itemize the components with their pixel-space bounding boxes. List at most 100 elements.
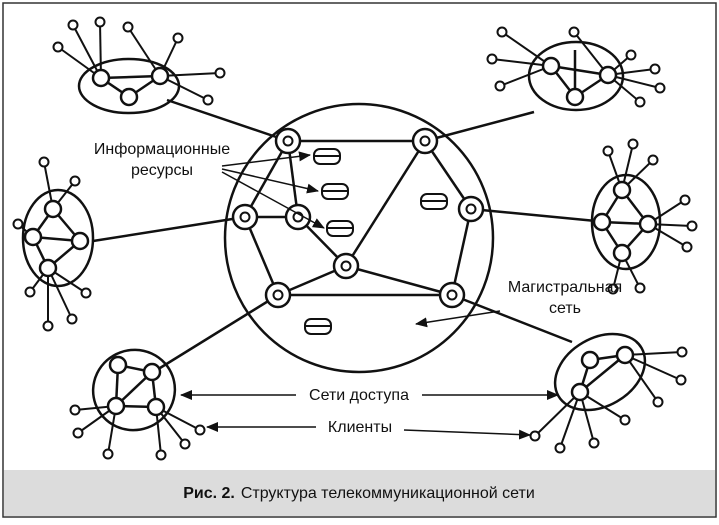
backbone-node [274,127,302,155]
client-node [102,448,114,460]
access-node [570,382,590,402]
database-icon [326,220,354,237]
client-node [676,346,688,358]
backbone-node [457,195,485,223]
database-icon [304,318,332,335]
client-node [619,414,631,426]
access-network-ellipse [21,188,95,288]
caption-band [4,470,715,516]
client-node [80,287,92,299]
label-clients: Клиенты [328,419,392,436]
access-network-top-right [486,26,666,112]
label-backbone-line1: Магистральная [508,279,622,296]
access-node [108,355,128,375]
client-node [634,282,646,294]
access-node [615,345,635,365]
backbone-node [411,127,439,155]
access-node [612,180,632,200]
client-node [602,145,614,157]
access-network-ellipse [553,332,647,412]
client-node [681,241,693,253]
database-icon [313,148,341,165]
client-node [654,82,666,94]
backbone-network-circle [223,102,495,374]
caption-text: Структура телекоммуникационной сети [241,485,535,502]
label-info-resources-line2: ресурсы [131,162,193,179]
figure-caption: Рис. 2. Структура телекоммуникационной се… [183,485,535,502]
client-node [42,320,54,332]
database-icon [321,183,349,200]
client-node [155,449,167,461]
client-node [94,16,106,28]
backbone-node [231,203,259,231]
client-node [588,437,600,449]
access-network-bottom-right [529,332,688,454]
client-node [554,442,566,454]
access-node [119,87,139,107]
access-node [612,243,632,263]
client-node [686,220,698,232]
client-node [214,67,226,79]
client-node [72,427,84,439]
access-node [38,258,58,278]
client-node [675,374,687,386]
uplink-lines [92,98,597,370]
client-node [649,63,661,75]
backbone-node [332,252,360,280]
access-network-bottom-left [69,348,206,461]
client-node [172,32,184,44]
access-node [142,362,162,382]
access-node [150,66,170,86]
database-icon [420,193,448,210]
access-node [43,199,63,219]
access-node [598,65,618,85]
figure-border [2,2,717,518]
access-node [70,231,90,251]
client-node [486,53,498,65]
client-node [24,286,36,298]
access-network-ellipse [91,348,177,432]
caption-prefix: Рис. 2. [183,485,235,502]
client-node [496,26,508,38]
backbone-node [264,281,292,309]
access-network-right [590,138,698,295]
client-node [122,21,134,33]
access-node [146,397,166,417]
access-node [91,68,111,88]
client-node [38,156,50,168]
client-node [66,313,78,325]
access-node [23,227,43,247]
annotation-arrows [180,151,559,440]
client-node [568,26,580,38]
client-node [529,430,541,442]
access-node [541,56,561,76]
database-icons [304,148,448,335]
client-node [634,96,646,108]
access-network-ellipse [590,173,662,271]
access-network-ellipse [527,40,625,112]
client-node [627,138,639,150]
client-node [179,438,191,450]
client-node [202,94,214,106]
client-node [52,41,64,53]
client-node [652,396,664,408]
client-node [647,154,659,166]
client-node [494,80,506,92]
label-access-networks: Сети доступа [309,387,409,404]
arrow-clients-right [403,429,531,440]
client-node [12,218,24,230]
client-node [69,404,81,416]
access-node [638,214,658,234]
access-node [592,212,612,232]
arrow-info-resources-1 [221,151,311,167]
access-node [106,396,126,416]
client-node [607,283,619,295]
arrow-info-resources-3 [221,171,325,229]
label-backbone-line2: сеть [549,300,581,317]
label-info-resources-line1: Информационные [94,141,230,158]
client-node [194,424,206,436]
arrow-backbone [415,310,501,328]
client-node [67,19,79,31]
